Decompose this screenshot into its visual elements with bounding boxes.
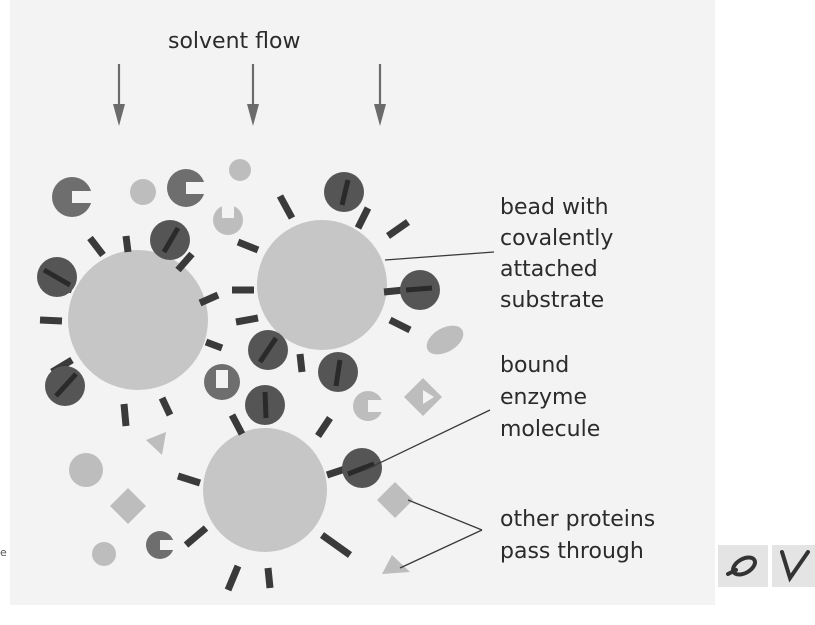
thumbnail-right (772, 545, 815, 587)
proteins-label-line: other proteins (500, 507, 655, 532)
enzyme-molecule (400, 270, 440, 310)
enzyme-molecule (318, 352, 358, 392)
other-protein (92, 542, 116, 566)
proteins-label-line: pass through (500, 539, 644, 564)
other-protein (130, 179, 156, 205)
enzyme-molecule (324, 172, 364, 212)
bead-label-line: attached (500, 257, 598, 282)
enzyme-molecule (150, 220, 190, 260)
enzyme-molecule (245, 385, 285, 425)
solvent-flow-title: solvent flow (168, 29, 300, 54)
enzyme-label-line: enzyme (500, 385, 587, 410)
bead-label-line: substrate (500, 288, 604, 313)
other-protein (69, 453, 103, 487)
thumbnail-left (718, 545, 768, 587)
enzyme-molecule (37, 257, 77, 297)
enzyme-molecule (342, 448, 382, 488)
bead-label-line: bead with (500, 195, 609, 220)
free-enzyme (204, 364, 240, 400)
edge-caption: e (0, 546, 7, 559)
enzyme-label-line: molecule (500, 417, 600, 442)
bead-label-line: covalently (500, 226, 613, 251)
other-protein (229, 159, 251, 181)
enzyme-label-line: bound (500, 353, 569, 378)
enzyme-molecule (248, 330, 288, 370)
enzyme-molecule (45, 366, 85, 406)
